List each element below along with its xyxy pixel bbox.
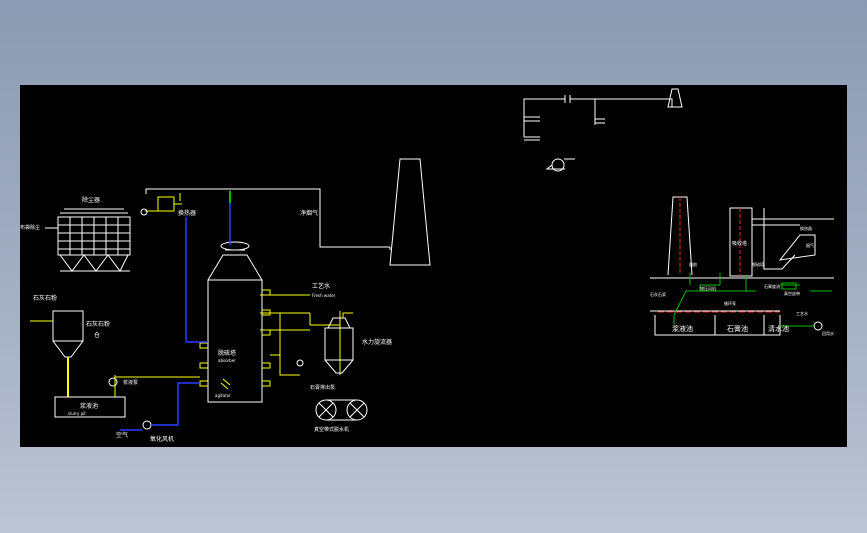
hydrocyclone (324, 312, 354, 374)
label-absorber-en: absorber (218, 358, 236, 363)
absorber-tower (199, 241, 271, 403)
absorber-outlet (220, 241, 250, 251)
gypsum-pump-icon (296, 359, 304, 367)
slurry-pipe (114, 375, 200, 397)
label-right-4: 石灰石浆 (650, 291, 666, 297)
label-right-10: 回用水 (822, 330, 834, 336)
pumps (108, 208, 304, 431)
cyclone-cone (324, 359, 354, 374)
label-gypsum-pump: 石膏排出泵 (310, 384, 335, 391)
limestone-silo (30, 310, 126, 418)
label-right-water-pool: 清水池 (768, 324, 789, 333)
right-absorber (729, 207, 753, 277)
flue-gas-desulfurization-drawing: 除尘器 布袋除尘 石灰石粉 石灰石粉 仓 浆液池 slurry pit 浆液泵 … (20, 88, 834, 443)
top-duct-end (524, 136, 540, 141)
flue-gas-duct (145, 158, 431, 343)
top-duct-group (523, 88, 683, 172)
belt-roller-cross (318, 402, 365, 418)
top-branch (594, 99, 605, 125)
flue-gas-duct-top (145, 188, 390, 248)
right-booster (763, 208, 796, 270)
process-water-pipes (260, 294, 311, 331)
heat-exchanger-box (157, 196, 175, 212)
top-duct (523, 98, 680, 137)
dust-collector (45, 208, 131, 272)
top-duct-damper (564, 95, 571, 103)
cyclone-body (324, 327, 354, 361)
top-fan-body (545, 158, 575, 170)
right-flue-duct (752, 218, 834, 226)
label-vacuum-belt: 真空带式脱水机 (314, 426, 349, 433)
cyclone-top (327, 317, 351, 329)
label-absorber: 脱硫塔 (218, 349, 236, 357)
cyclone-overflow (342, 312, 353, 318)
label-absorber-bottom-en: agitator (215, 393, 231, 398)
label-limestone-powder: 石灰石粉 (33, 294, 57, 302)
right-pools (650, 310, 781, 336)
vacuum-belt (315, 399, 368, 421)
label-process-water: 工艺水 (312, 282, 330, 290)
right-pump (813, 321, 823, 331)
absorber-nozzles-left (199, 342, 208, 387)
raw-gas-duct (185, 217, 208, 343)
dust-collector-top (60, 208, 128, 214)
label-heat-exchanger: 换热器 (178, 209, 196, 217)
label-right-absorber: 吸收塔 (732, 240, 747, 247)
dust-collector-hoppers (59, 254, 129, 272)
silo-body (52, 310, 84, 342)
oxidation-fan-icon (142, 420, 152, 430)
label-air: 空气 (116, 431, 128, 439)
slurry-piping (114, 294, 341, 397)
hx-lines (145, 203, 182, 212)
label-right-2: 脱硫塔 (752, 261, 764, 267)
label-hydrocyclone: 水力旋流器 (362, 338, 392, 346)
label-slurry-tank: 浆液池 (80, 402, 98, 410)
absorber-nozzles-right (262, 289, 271, 387)
top-stack (667, 88, 683, 108)
label-silo-top: 布袋除尘 (20, 224, 40, 231)
drawing-canvas[interactable]: 除尘器 布袋除尘 石灰石粉 石灰石粉 仓 浆液池 slurry pit 浆液泵 … (20, 85, 847, 447)
absorber-top (207, 254, 263, 281)
label-right-flue-gas: 烟气 (806, 242, 814, 248)
absorber-agitator (220, 378, 231, 390)
label-right-8: 工艺水 (796, 310, 808, 316)
right-green-pipes (673, 284, 832, 325)
label-right-gypsum-pool: 石膏池 (727, 324, 748, 333)
label-right-7: 石膏旋流 (764, 283, 780, 289)
main-stack (389, 158, 431, 266)
right-hx (778, 234, 816, 261)
top-duct-stub (524, 116, 540, 122)
label-slurry-tank-en: slurry pit (68, 411, 86, 416)
label-right-9: 真空皮带 (784, 290, 800, 296)
label-right-1: 烟囱 (689, 261, 697, 267)
label-clean-flue-gas: 净烟气 (300, 209, 318, 217)
slurry-pump-icon (108, 377, 118, 387)
label-oxidation-fan: 氧化风机 (150, 435, 174, 443)
right-green-risers (689, 273, 747, 291)
label-right-6: 循环泵 (724, 300, 736, 306)
label-slurry-pump: 浆液泵 (123, 379, 138, 386)
belt (326, 399, 357, 421)
dust-collector-grid-v (69, 217, 119, 255)
silo-cone (52, 340, 84, 358)
right-filter (781, 282, 797, 290)
booster-fan-icon (140, 208, 148, 216)
oxidation-air-pipe (120, 382, 200, 431)
slurry-tank (54, 396, 126, 418)
label-silo-suffix: 仓 (94, 331, 100, 339)
label-limestone-silo: 石灰石粉 (86, 320, 110, 328)
label-process-water-en: Fresh water (312, 293, 336, 298)
right-layout (650, 196, 834, 336)
label-right-slurry-pool: 浆液池 (672, 324, 693, 333)
recirc-pipe (270, 313, 300, 376)
label-right-5: 增压风机 (700, 285, 716, 291)
right-pool-dividers (714, 315, 765, 335)
label-right-3: 换热器 (800, 225, 812, 231)
label-dust-collector: 除尘器 (82, 196, 100, 204)
absorber-body (207, 279, 263, 403)
